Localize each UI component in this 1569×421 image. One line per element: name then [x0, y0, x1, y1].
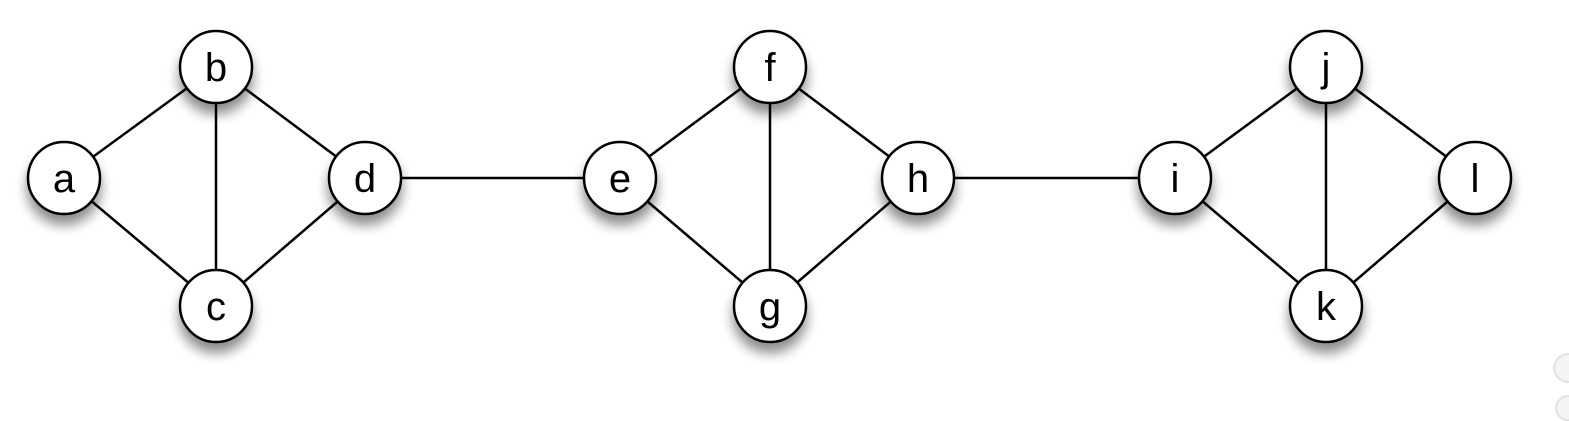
node-label: d — [354, 157, 376, 201]
node-label: e — [609, 157, 631, 201]
node-circle — [327, 140, 403, 216]
node-b: b — [178, 29, 254, 105]
node-circle — [880, 140, 956, 216]
node-circle — [1437, 140, 1513, 216]
node-circle — [1137, 140, 1213, 216]
node-circle — [1288, 268, 1364, 344]
node-label: g — [759, 285, 781, 329]
corner-circle-decoration — [1555, 395, 1569, 421]
node-label: j — [1321, 46, 1331, 90]
node-label: i — [1171, 157, 1180, 201]
node-circle — [26, 140, 102, 216]
node-l: l — [1437, 140, 1513, 216]
node-k: k — [1288, 268, 1364, 344]
node-g: g — [732, 268, 808, 344]
node-circle — [178, 29, 254, 105]
graph-diagram: a b c d e f g h i j k l — [26, 29, 1513, 344]
node-d: d — [327, 140, 403, 216]
node-circle — [178, 268, 254, 344]
nodes-layer: a b c d e f g h i j k l — [26, 29, 1513, 344]
node-label: b — [205, 46, 227, 90]
node-label: f — [764, 46, 776, 90]
node-e: e — [582, 140, 658, 216]
node-label: c — [206, 285, 226, 329]
node-label: h — [907, 157, 929, 201]
node-circle — [732, 268, 808, 344]
node-j: j — [1288, 29, 1364, 105]
node-label: a — [53, 157, 76, 201]
node-a: a — [26, 140, 102, 216]
node-c: c — [178, 268, 254, 344]
node-h: h — [880, 140, 956, 216]
node-circle — [732, 29, 808, 105]
node-i: i — [1137, 140, 1213, 216]
node-label: k — [1316, 285, 1337, 329]
node-circle — [1288, 29, 1364, 105]
node-f: f — [732, 29, 808, 105]
node-label: l — [1471, 157, 1480, 201]
node-circle — [582, 140, 658, 216]
